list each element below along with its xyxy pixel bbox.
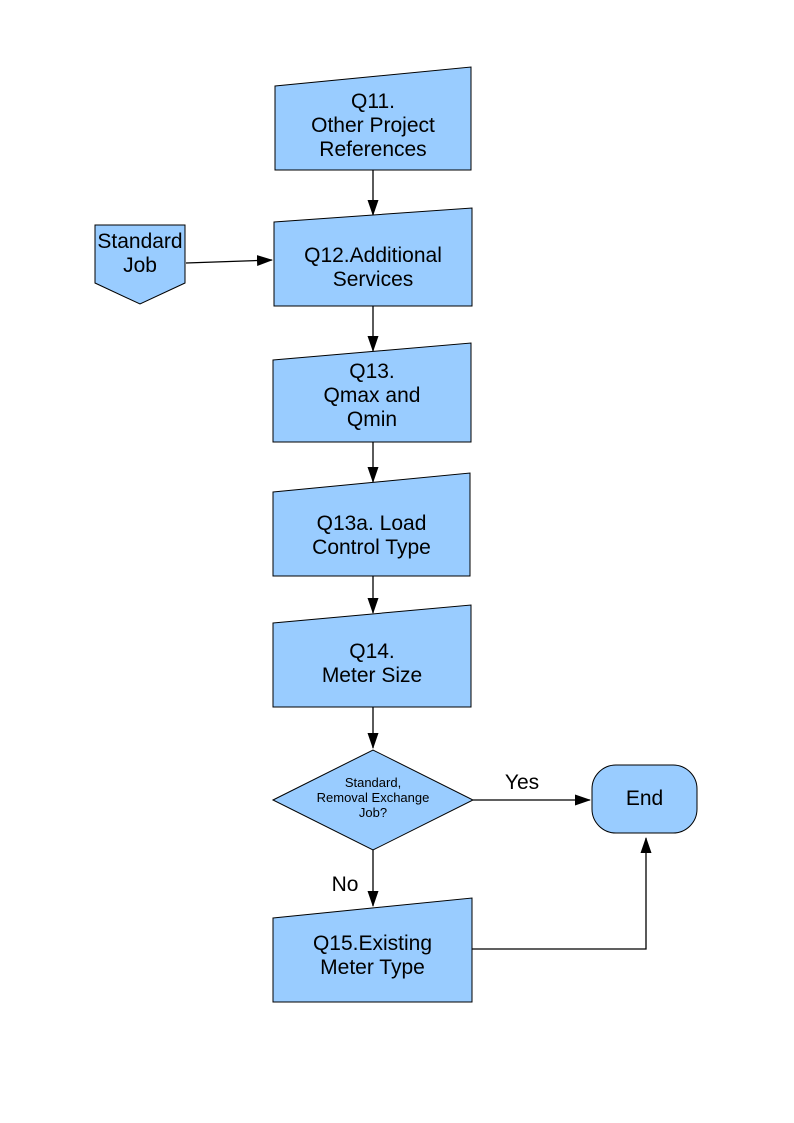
standard-job-pentagon-shape [94, 224, 186, 305]
edge-q15-end [472, 837, 652, 950]
q13-box-shape [272, 342, 472, 443]
end-terminator-shape [591, 764, 698, 834]
yes-edge-label: Yes [504, 771, 540, 794]
q15-box-shape [272, 897, 473, 1003]
q12-box-shape [273, 207, 473, 307]
edge-standardjob-q12 [185, 255, 273, 267]
q11-box-shape [274, 66, 472, 171]
decision-diamond-shape [271, 749, 475, 851]
no-edge-label: No [331, 873, 359, 896]
q13a-box-shape [272, 472, 471, 577]
q14-box-shape [272, 604, 472, 708]
